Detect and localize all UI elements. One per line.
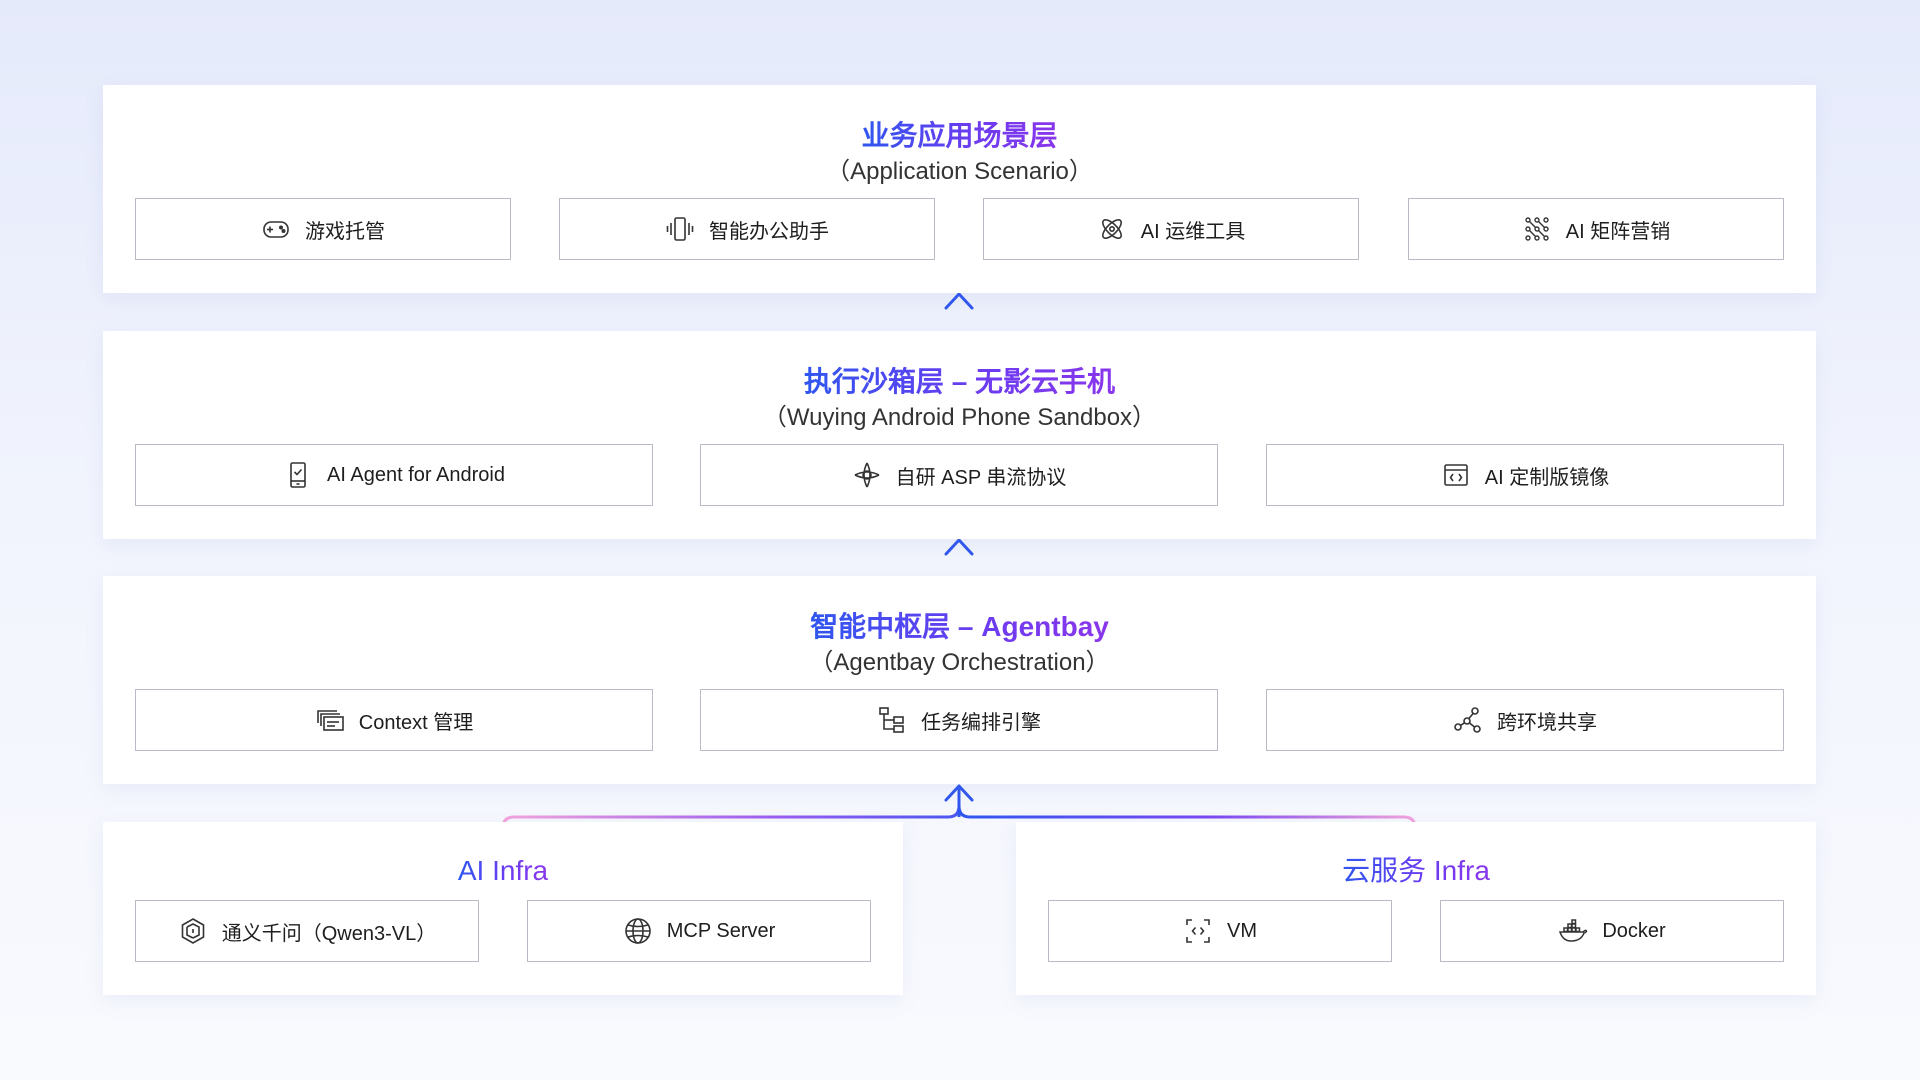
card-label: 智能办公助手 (709, 220, 829, 243)
card-qwen[interactable]: 通义千问（Qwen3-VL） (135, 900, 479, 962)
layer-title: 智能中枢层 – Agentbay (810, 611, 1109, 642)
globe-icon (623, 916, 653, 946)
card-label: AI 运维工具 (1140, 220, 1246, 243)
application-layer: 业务应用场景层 （Application Scenario） 游戏托管 智能办公… (103, 85, 1816, 293)
card-label: AI Agent for Android (327, 463, 505, 486)
card-office-assistant[interactable]: 智能办公助手 (559, 198, 935, 260)
gamepad-icon (261, 214, 291, 244)
tree-structure-icon (877, 705, 907, 735)
card-ai-matrix-marketing[interactable]: AI 矩阵营销 (1408, 198, 1784, 260)
card-mcp-server[interactable]: MCP Server (527, 900, 871, 962)
card-label: Context 管理 (358, 711, 474, 734)
card-label: AI 定制版镜像 (1484, 466, 1610, 489)
docker-whale-icon (1558, 916, 1588, 946)
atom-icon (1097, 214, 1127, 244)
stacked-windows-icon (315, 705, 345, 735)
agentbay-layer: 智能中枢层 – Agentbay （Agentbay Orchestration… (103, 576, 1816, 784)
infra-title: 云服务 Infra (1342, 855, 1490, 886)
card-label: MCP Server (666, 919, 776, 942)
card-context-management[interactable]: Context 管理 (135, 689, 653, 751)
sandbox-layer: 执行沙箱层 – 无影云手机 （Wuying Android Phone Sand… (103, 331, 1816, 539)
card-ai-custom-image[interactable]: AI 定制版镜像 (1266, 444, 1784, 506)
card-ai-agent-android[interactable]: AI Agent for Android (135, 444, 653, 506)
qwen-logo-icon (178, 916, 208, 946)
card-cross-env-sharing[interactable]: 跨环境共享 (1266, 689, 1784, 751)
card-label: VM (1227, 919, 1257, 942)
card-asp-streaming-protocol[interactable]: 自研 ASP 串流协议 (700, 444, 1218, 506)
cloud-infra-panel: 云服务 Infra VM Docker (1016, 822, 1816, 995)
card-label: 跨环境共享 (1497, 711, 1597, 734)
vibrating-phone-icon (665, 214, 695, 244)
card-vm[interactable]: VM (1048, 900, 1392, 962)
card-label: 通义千问（Qwen3-VL） (221, 922, 437, 945)
infra-title: AI Infra (457, 855, 549, 886)
share-nodes-icon (1453, 705, 1483, 735)
layer-subtitle: （Application Scenario） (826, 158, 1093, 185)
card-docker[interactable]: Docker (1440, 900, 1784, 962)
layer-title: 执行沙箱层 – 无影云手机 (803, 366, 1116, 397)
flow-protocol-icon (852, 460, 882, 490)
card-label: 任务编排引擎 (921, 711, 1041, 734)
card-label: 游戏托管 (305, 220, 385, 243)
layer-title: 业务应用场景层 (861, 120, 1058, 151)
dot-matrix-icon (1522, 214, 1552, 244)
layer-subtitle: （Wuying Android Phone Sandbox） (762, 404, 1157, 431)
phone-check-icon (283, 460, 313, 490)
card-task-orchestration-engine[interactable]: 任务编排引擎 (700, 689, 1218, 751)
layer-subtitle: （Agentbay Orchestration） (809, 649, 1110, 676)
ai-infra-panel: AI Infra 通义千问（Qwen3-VL） MCP Server (103, 822, 903, 995)
card-ai-ops-tools[interactable]: AI 运维工具 (983, 198, 1359, 260)
card-label: Docker (1602, 919, 1666, 942)
card-game-hosting[interactable]: 游戏托管 (135, 198, 511, 260)
vm-brackets-icon (1183, 916, 1213, 946)
card-label: 自研 ASP 串流协议 (895, 466, 1067, 489)
card-label: AI 矩阵营销 (1565, 220, 1671, 243)
code-window-icon (1441, 460, 1471, 490)
